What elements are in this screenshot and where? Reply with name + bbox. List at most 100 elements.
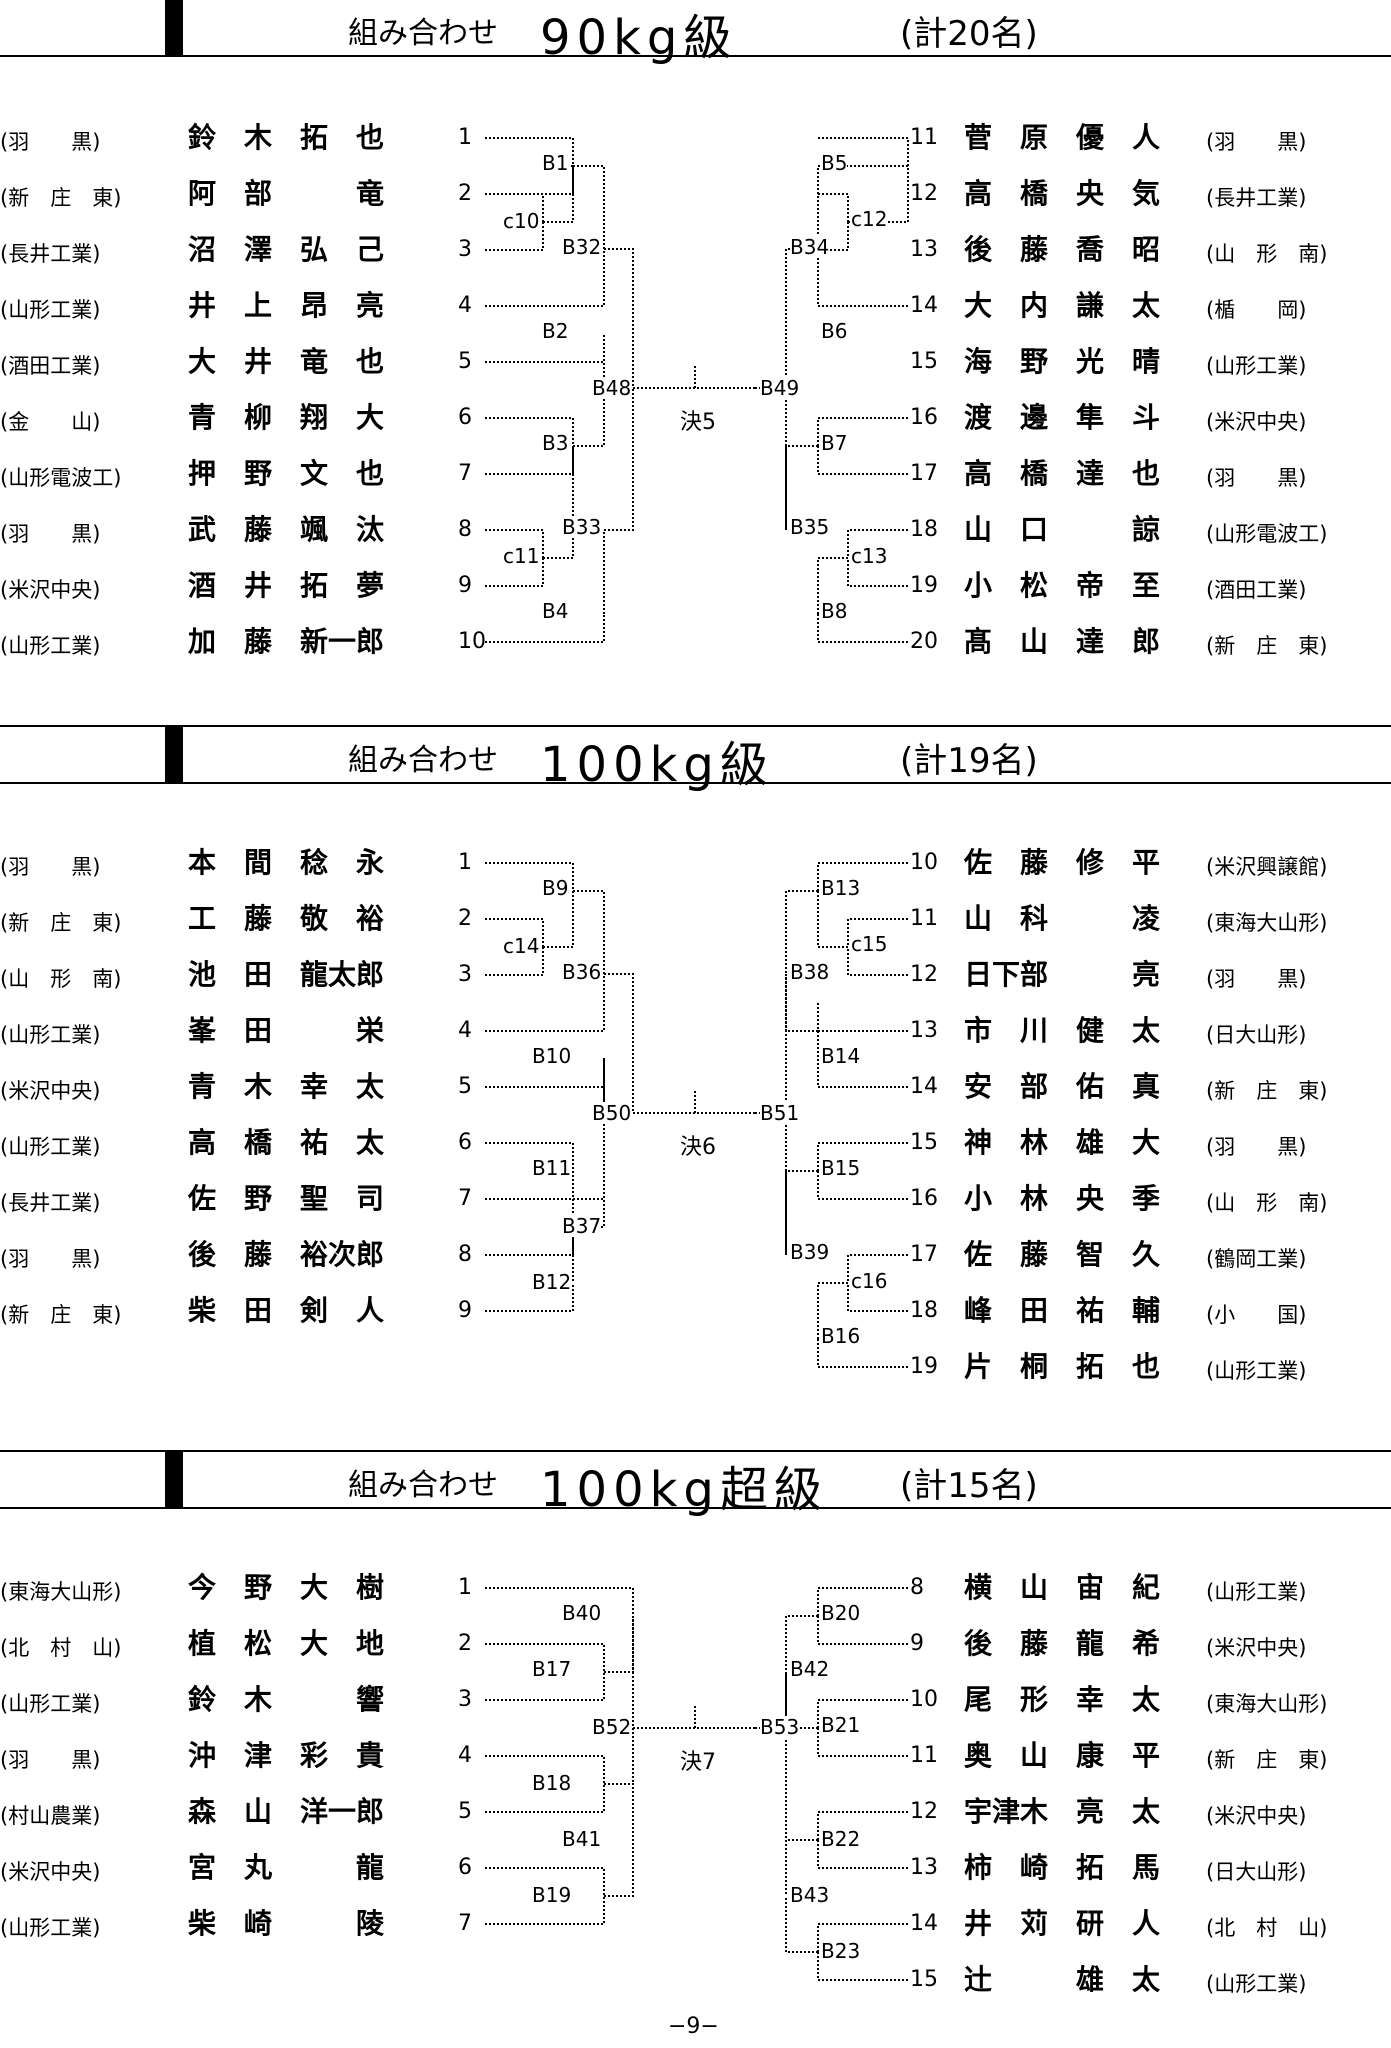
seed-number: 3 xyxy=(458,237,472,262)
team-name: (村山農業) xyxy=(0,1804,101,1828)
entrant-total: (計15名) xyxy=(900,1466,1038,1506)
seed-number: 1 xyxy=(458,1575,472,1600)
seed-number: 16 xyxy=(910,1186,938,1211)
team-name: (北 村 山) xyxy=(1206,1916,1328,1940)
seed-number: 8 xyxy=(910,1575,924,1600)
seed-number: 20 xyxy=(910,629,938,654)
seed-number: 19 xyxy=(910,573,938,598)
match-label: B5 xyxy=(821,151,848,175)
match-label: B10 xyxy=(532,1044,572,1068)
team-name: (東海大山形) xyxy=(1206,1692,1328,1716)
athlete-name: 青 柳 翔 大 xyxy=(188,401,385,434)
seed-number: 12 xyxy=(910,181,938,206)
bracket-lines xyxy=(485,862,908,1368)
athlete-name: 鈴 木 響 xyxy=(188,1683,385,1716)
team-name: (羽 黒) xyxy=(0,130,101,154)
header-label: 組み合わせ xyxy=(348,1468,498,1503)
match-label: c14 xyxy=(503,934,540,958)
seed-number: 9 xyxy=(458,573,472,598)
match-label: B2 xyxy=(542,319,569,343)
match-label: B32 xyxy=(562,235,602,259)
match-label: B38 xyxy=(790,960,830,984)
seed-number: 14 xyxy=(910,293,938,318)
seed-number: 17 xyxy=(910,461,938,486)
athlete-name: 押 野 文 也 xyxy=(188,457,385,490)
team-name: (新 庄 東) xyxy=(0,911,122,935)
athlete-name: 日下部 亮 xyxy=(964,958,1161,991)
team-name: (米沢中央) xyxy=(0,1079,101,1103)
athlete-name: 酒 井 拓 夢 xyxy=(188,569,385,602)
athlete-name: 高 橋 祐 太 xyxy=(188,1126,385,1159)
athlete-name: 井 苅 研 人 xyxy=(964,1907,1161,1940)
team-name: (山形工業) xyxy=(0,634,101,658)
seed-number: 9 xyxy=(910,1631,924,1656)
athlete-name: 佐 藤 智 久 xyxy=(964,1238,1161,1271)
seed-number: 6 xyxy=(458,405,472,430)
match-label: B34 xyxy=(790,235,830,259)
team-name: (山形工業) xyxy=(1206,1580,1307,1604)
athlete-name: 後 藤 裕次郎 xyxy=(188,1238,385,1271)
seed-number: 17 xyxy=(910,1242,938,1267)
seed-number: 3 xyxy=(458,1687,472,1712)
seed-number: 6 xyxy=(458,1855,472,1880)
match-label: B37 xyxy=(562,1214,602,1238)
seed-number: 13 xyxy=(910,1855,938,1880)
entrant-total: (計19名) xyxy=(900,741,1038,781)
team-name: (長井工業) xyxy=(0,1191,101,1215)
seed-number: 7 xyxy=(458,1911,472,1936)
seed-number: 4 xyxy=(458,1743,472,1768)
athlete-name: 山 口 諒 xyxy=(964,513,1161,546)
athlete-name: 神 林 雄 大 xyxy=(964,1126,1161,1159)
match-label: B13 xyxy=(821,876,861,900)
match-label: B16 xyxy=(821,1324,861,1348)
athlete-name: 片 桐 拓 也 xyxy=(964,1350,1161,1383)
athlete-name: 工 藤 敬 裕 xyxy=(188,902,385,935)
seed-number: 14 xyxy=(910,1911,938,1936)
seed-number: 2 xyxy=(458,181,472,206)
seed-number: 18 xyxy=(910,1298,938,1323)
team-name: (山 形 南) xyxy=(0,967,122,991)
athlete-name: 沖 津 彩 貴 xyxy=(188,1739,385,1772)
athlete-name: 辻 雄 太 xyxy=(964,1963,1161,1996)
team-name: (山形工業) xyxy=(1206,354,1307,378)
team-name: (長井工業) xyxy=(0,242,101,266)
match-label: B40 xyxy=(562,1601,602,1625)
match-label: B35 xyxy=(790,515,830,539)
match-label: B33 xyxy=(562,515,602,539)
team-name: (山形工業) xyxy=(1206,1359,1307,1383)
match-label: B41 xyxy=(562,1827,602,1851)
match-label: B7 xyxy=(821,431,848,455)
team-name: (羽 黒) xyxy=(0,1748,101,1772)
match-label: B20 xyxy=(821,1601,861,1625)
seed-number: 1 xyxy=(458,850,472,875)
match-label: B15 xyxy=(821,1156,861,1180)
seed-number: 11 xyxy=(910,906,938,931)
seed-number: 8 xyxy=(458,1242,472,1267)
athlete-name: 山 科 凌 xyxy=(964,902,1161,935)
team-name: (羽 黒) xyxy=(1206,967,1307,991)
match-label: B1 xyxy=(542,151,569,175)
athlete-name: 柴 田 剣 人 xyxy=(188,1294,385,1327)
seed-number: 12 xyxy=(910,1799,938,1824)
seed-number: 1 xyxy=(458,125,472,150)
athlete-name: 阿 部 竜 xyxy=(188,177,385,210)
match-label: B39 xyxy=(790,1240,830,1264)
